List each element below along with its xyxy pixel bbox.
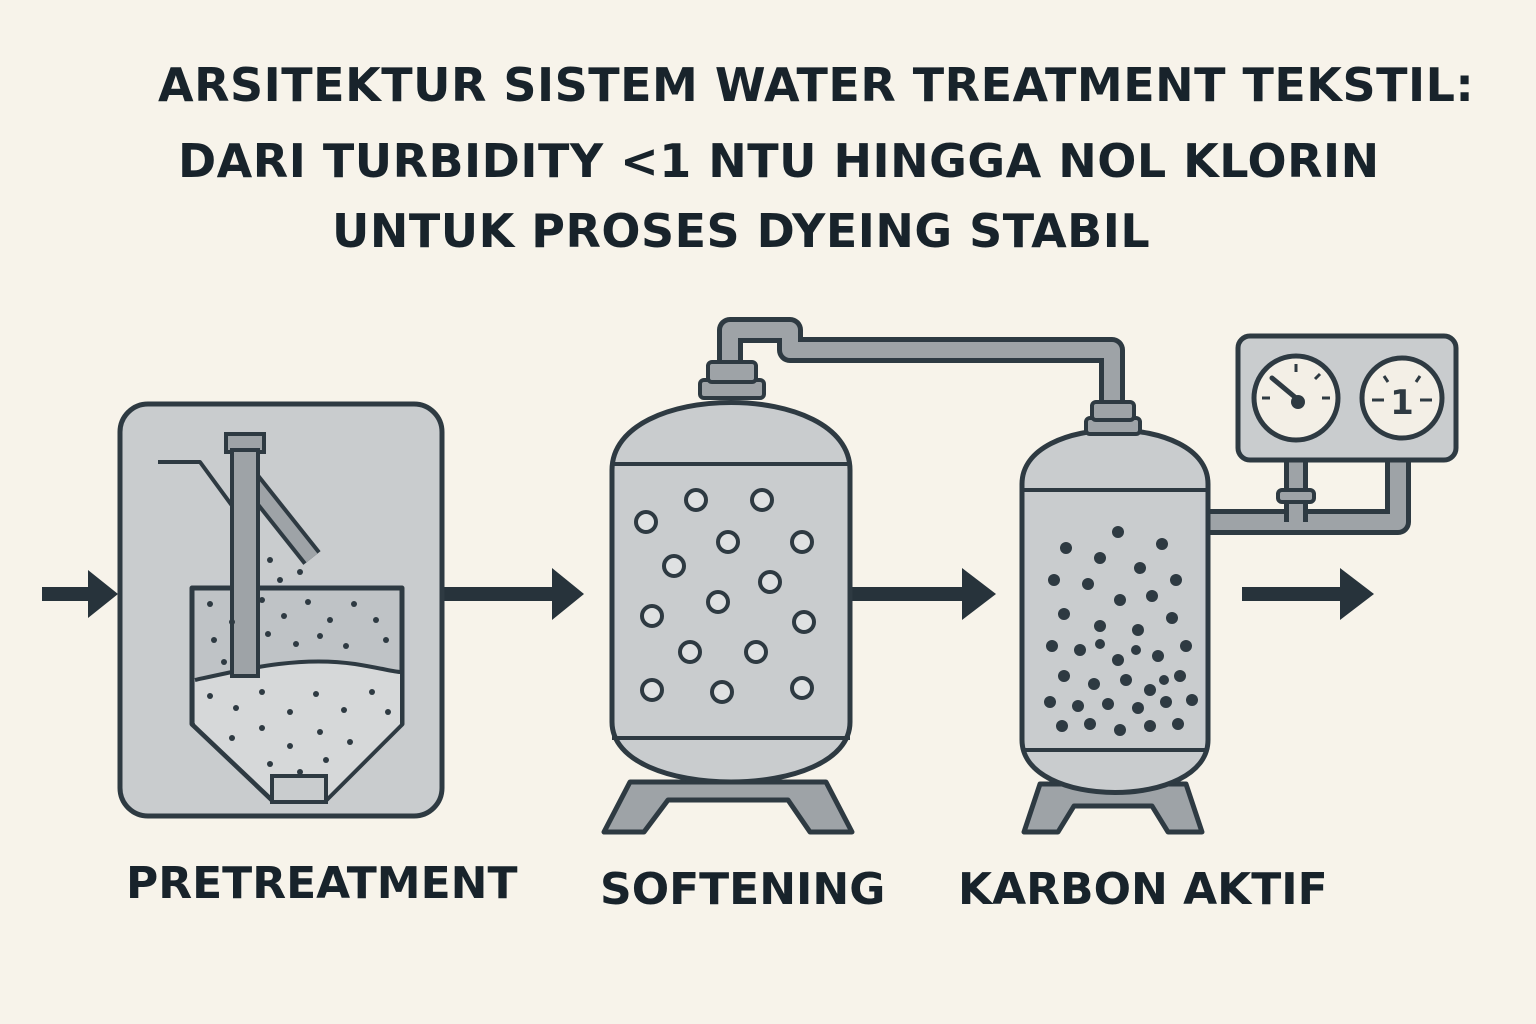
sedimentation-tank-icon (117, 401, 445, 819)
chlorine-gauge-icon: 1 (1359, 355, 1445, 441)
title-line-2: DARI TURBIDITY <1 NTU HINGGA NOL KLORIN (178, 134, 1380, 188)
stage-label-softening: SOFTENING (600, 864, 886, 915)
outlet-arrow-icon (1242, 568, 1374, 620)
gauge-panel-icon: 1 (1235, 333, 1459, 463)
chlorine-gauge-reading: 1 (1390, 383, 1414, 423)
stage-label-karbon-aktif: KARBON AKTIF (958, 864, 1328, 915)
inlet-arrow-icon (42, 570, 118, 618)
arrow-softening-to-carbon-icon (848, 568, 996, 620)
title-line-1: ARSITEKTUR SISTEM WATER TREATMENT TEKSTI… (158, 58, 1475, 112)
connecting-pipe-icon (717, 317, 1125, 402)
pressure-gauge-icon (1251, 353, 1341, 443)
carbon-filter-vessel-icon (1019, 400, 1211, 835)
title-line-3: UNTUK PROSES DYEING STABIL (332, 204, 1151, 258)
pipe-valve-icon (1276, 488, 1316, 504)
arrow-pretreatment-to-softening-icon (440, 568, 584, 620)
stage-label-pretreatment: PRETREATMENT (126, 858, 518, 909)
softener-vessel-icon (601, 360, 855, 835)
